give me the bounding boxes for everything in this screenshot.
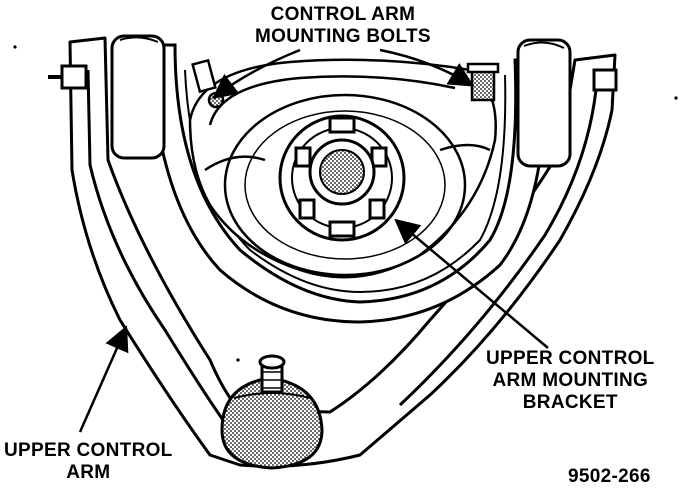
stray-mark xyxy=(13,45,17,49)
label-line: ARM MOUNTING xyxy=(492,370,649,391)
label-line: BRACKET xyxy=(522,392,618,413)
right-pivot-bushing xyxy=(516,38,618,168)
label-upper-control-arm-mounting-bracket: UPPER CONTROL ARM MOUNTING BRACKET xyxy=(486,348,655,414)
label-line: UPPER CONTROL xyxy=(486,348,655,369)
label-control-arm-mounting-bolts: CONTROL ARM MOUNTING BOLTS xyxy=(255,4,431,48)
upper-control-arm xyxy=(68,36,617,468)
stray-mark xyxy=(236,358,240,362)
leader-lines xyxy=(78,48,549,433)
figure-number: 9502-266 xyxy=(568,466,651,487)
mounting-bolt-right xyxy=(466,62,500,102)
label-line: ARM xyxy=(66,462,111,483)
label-line: UPPER CONTROL xyxy=(4,440,173,461)
leader-bolts-left xyxy=(212,48,301,100)
leader-arm xyxy=(78,325,129,433)
leader-bolts-right xyxy=(379,48,475,87)
label-line: CONTROL ARM xyxy=(270,4,416,25)
label-upper-control-arm: UPPER CONTROL ARM xyxy=(4,440,173,484)
stray-mark xyxy=(674,96,678,100)
pivot-bushing xyxy=(278,114,406,242)
leader-bracket xyxy=(394,218,549,349)
label-line: MOUNTING BOLTS xyxy=(255,26,431,47)
left-pivot-bushing xyxy=(48,34,166,160)
ball-joint xyxy=(220,354,324,470)
